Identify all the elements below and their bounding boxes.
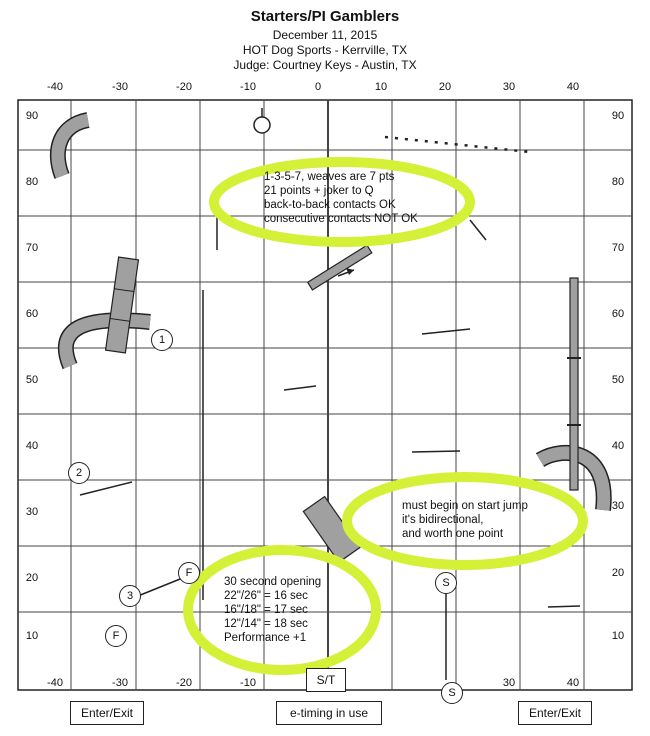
- x-tick-top: -40: [47, 81, 63, 93]
- y-tick-right: 60: [611, 308, 625, 320]
- timing-line: Performance +1: [224, 632, 307, 644]
- timing-line: 30 second opening: [224, 576, 322, 588]
- x-tick-top: 30: [502, 81, 516, 93]
- x-tick-bottom: 40: [566, 677, 580, 689]
- x-tick-bottom: -20: [176, 677, 192, 689]
- y-tick-right: 70: [611, 242, 625, 254]
- x-tick-top: 20: [438, 81, 452, 93]
- y-tick-right: 50: [611, 374, 625, 386]
- x-tick-top: 40: [566, 81, 580, 93]
- enter-exit-right: Enter/Exit: [518, 701, 592, 725]
- timing-highlight: [183, 545, 381, 675]
- y-tick-left: 70: [25, 242, 39, 254]
- tire-jump: [253, 116, 271, 134]
- y-tick-left: 20: [25, 572, 39, 584]
- y-tick-right: 40: [611, 440, 625, 452]
- y-tick-left: 10: [25, 630, 39, 642]
- x-tick-top: 10: [374, 81, 388, 93]
- timing-line: 12"/14" = 18 sec: [224, 618, 308, 630]
- start-line: it's bidirectional,: [402, 514, 484, 526]
- rules-line: back-to-back contacts OK: [264, 199, 396, 211]
- y-tick-left: 90: [25, 110, 39, 122]
- y-tick-left: 60: [25, 308, 39, 320]
- dotted-boundary: [384, 135, 531, 154]
- start-marker: S: [435, 572, 457, 594]
- x-tick-bottom: -10: [240, 677, 256, 689]
- obstacle-marker-2: 2: [68, 462, 90, 484]
- y-tick-right: 80: [611, 176, 625, 188]
- y-tick-left: 80: [25, 176, 39, 188]
- course-venue: HOT Dog Sports - Kerrville, TX: [242, 43, 408, 57]
- y-tick-right: 30: [611, 500, 625, 512]
- obstacle-marker-3: 3: [119, 585, 141, 607]
- y-tick-right: 20: [611, 567, 625, 579]
- rules-note: 1-3-5-7, weaves are 7 pts 21 points + jo…: [264, 170, 418, 226]
- x-tick-top: -10: [240, 81, 256, 93]
- finish-marker: F: [178, 562, 200, 584]
- y-tick-right: 10: [611, 630, 625, 642]
- course-title: Starters/PI Gamblers: [250, 8, 400, 25]
- x-tick-top: -20: [176, 81, 192, 93]
- enter-exit-left: Enter/Exit: [70, 701, 144, 725]
- e-timing-label: e-timing in use: [276, 701, 382, 725]
- rules-line: consecutive contacts NOT OK: [264, 213, 418, 225]
- x-tick-bottom: -40: [47, 677, 63, 689]
- timing-note: 30 second opening 22"/26" = 16 sec 16"/1…: [224, 575, 321, 645]
- rules-line: 21 points + joker to Q: [264, 185, 374, 197]
- rules-highlight: [209, 157, 475, 247]
- x-tick-top: 0: [314, 81, 322, 93]
- x-tick-top: -30: [112, 81, 128, 93]
- course-date: December 11, 2015: [272, 28, 378, 42]
- start-timer-label: S/T: [306, 668, 346, 692]
- start-line: and worth one point: [402, 528, 504, 540]
- x-tick-bottom: 30: [502, 677, 516, 689]
- rules-line: 1-3-5-7, weaves are 7 pts: [264, 171, 395, 183]
- y-tick-left: 40: [25, 440, 39, 452]
- timing-line: 22"/26" = 16 sec: [224, 590, 308, 602]
- course-judge: Judge: Courtney Keys - Austin, TX: [233, 58, 417, 72]
- timing-line: 16"/18" = 17 sec: [224, 604, 308, 616]
- y-tick-left: 50: [25, 374, 39, 386]
- start-line: must begin on start jump: [402, 500, 528, 512]
- obstacle-marker-1: 1: [151, 329, 173, 351]
- dog-walk: [569, 277, 579, 491]
- y-tick-right: 90: [611, 110, 625, 122]
- x-tick-bottom: -30: [112, 677, 128, 689]
- y-tick-left: 30: [25, 506, 39, 518]
- start-note: must begin on start jump it's bidirectio…: [402, 499, 528, 541]
- start-marker: S: [441, 682, 463, 704]
- teeter: [306, 244, 373, 291]
- finish-marker: F: [105, 625, 127, 647]
- a-frame: [104, 256, 140, 354]
- start-highlight: [342, 472, 588, 570]
